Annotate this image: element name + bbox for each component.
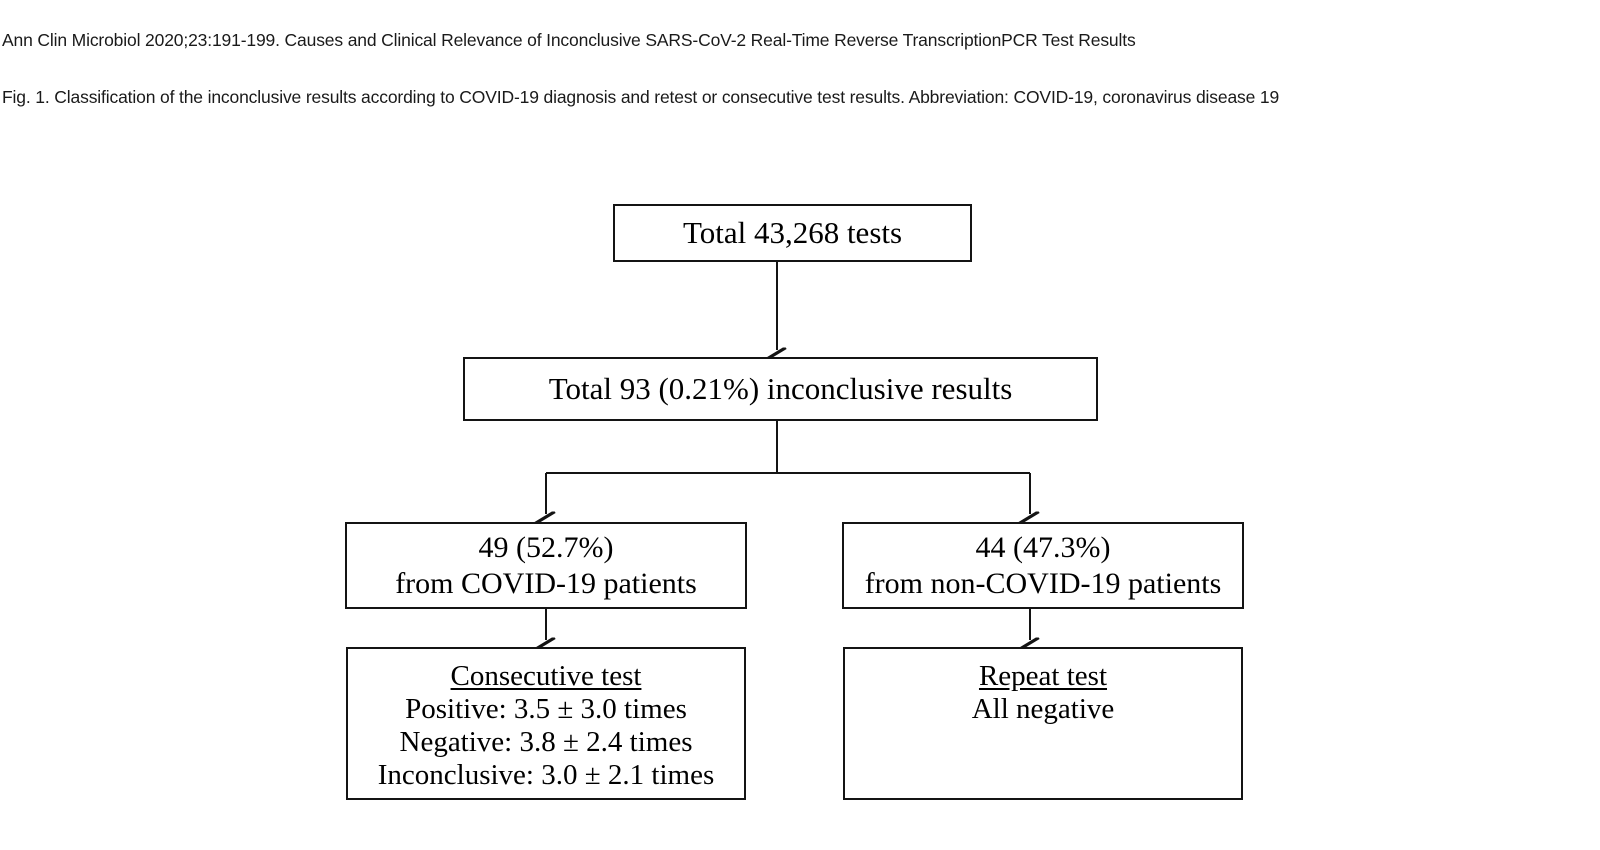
flow-node-consecutive-test-inconclusive: Inconclusive: 3.0 ± 2.1 times: [377, 759, 715, 791]
flow-node-repeat-test-result: All negative: [971, 693, 1115, 725]
flow-node-consecutive-test-positive: Positive: 3.5 ± 3.0 times: [405, 693, 687, 725]
flow-node-covid-patients-line-1: 49 (52.7%): [478, 530, 614, 564]
flow-node-covid-patients: 49 (52.7%) from COVID-19 patients: [345, 522, 747, 609]
flow-node-inconclusive-results: Total 93 (0.21%) inconclusive results: [463, 357, 1098, 421]
flow-node-non-covid-patients-line-2: from non-COVID-19 patients: [864, 566, 1222, 600]
flow-node-consecutive-test-heading: Consecutive test: [450, 660, 642, 692]
flow-node-repeat-test: Repeat test All negative: [843, 647, 1243, 800]
flow-node-total-tests: Total 43,268 tests: [613, 204, 972, 262]
flow-node-non-covid-patients-line-1: 44 (47.3%): [975, 530, 1111, 564]
flow-node-total-tests-line-1: Total 43,268 tests: [682, 215, 903, 250]
flow-node-consecutive-test-negative: Negative: 3.8 ± 2.4 times: [399, 726, 693, 758]
flow-node-inconclusive-results-line-1: Total 93 (0.21%) inconclusive results: [548, 371, 1013, 406]
figure-caption: Fig. 1. Classification of the inconclusi…: [2, 87, 1280, 107]
flow-node-consecutive-test: Consecutive test Positive: 3.5 ± 3.0 tim…: [346, 647, 746, 800]
flow-node-non-covid-patients: 44 (47.3%) from non-COVID-19 patients: [842, 522, 1244, 609]
edge-inconclusive-split: [546, 421, 1030, 514]
flow-node-covid-patients-line-2: from COVID-19 patients: [395, 566, 697, 600]
flow-node-repeat-test-heading: Repeat test: [978, 660, 1108, 692]
journal-citation-line: Ann Clin Microbiol 2020;23:191-199. Caus…: [2, 30, 1136, 50]
